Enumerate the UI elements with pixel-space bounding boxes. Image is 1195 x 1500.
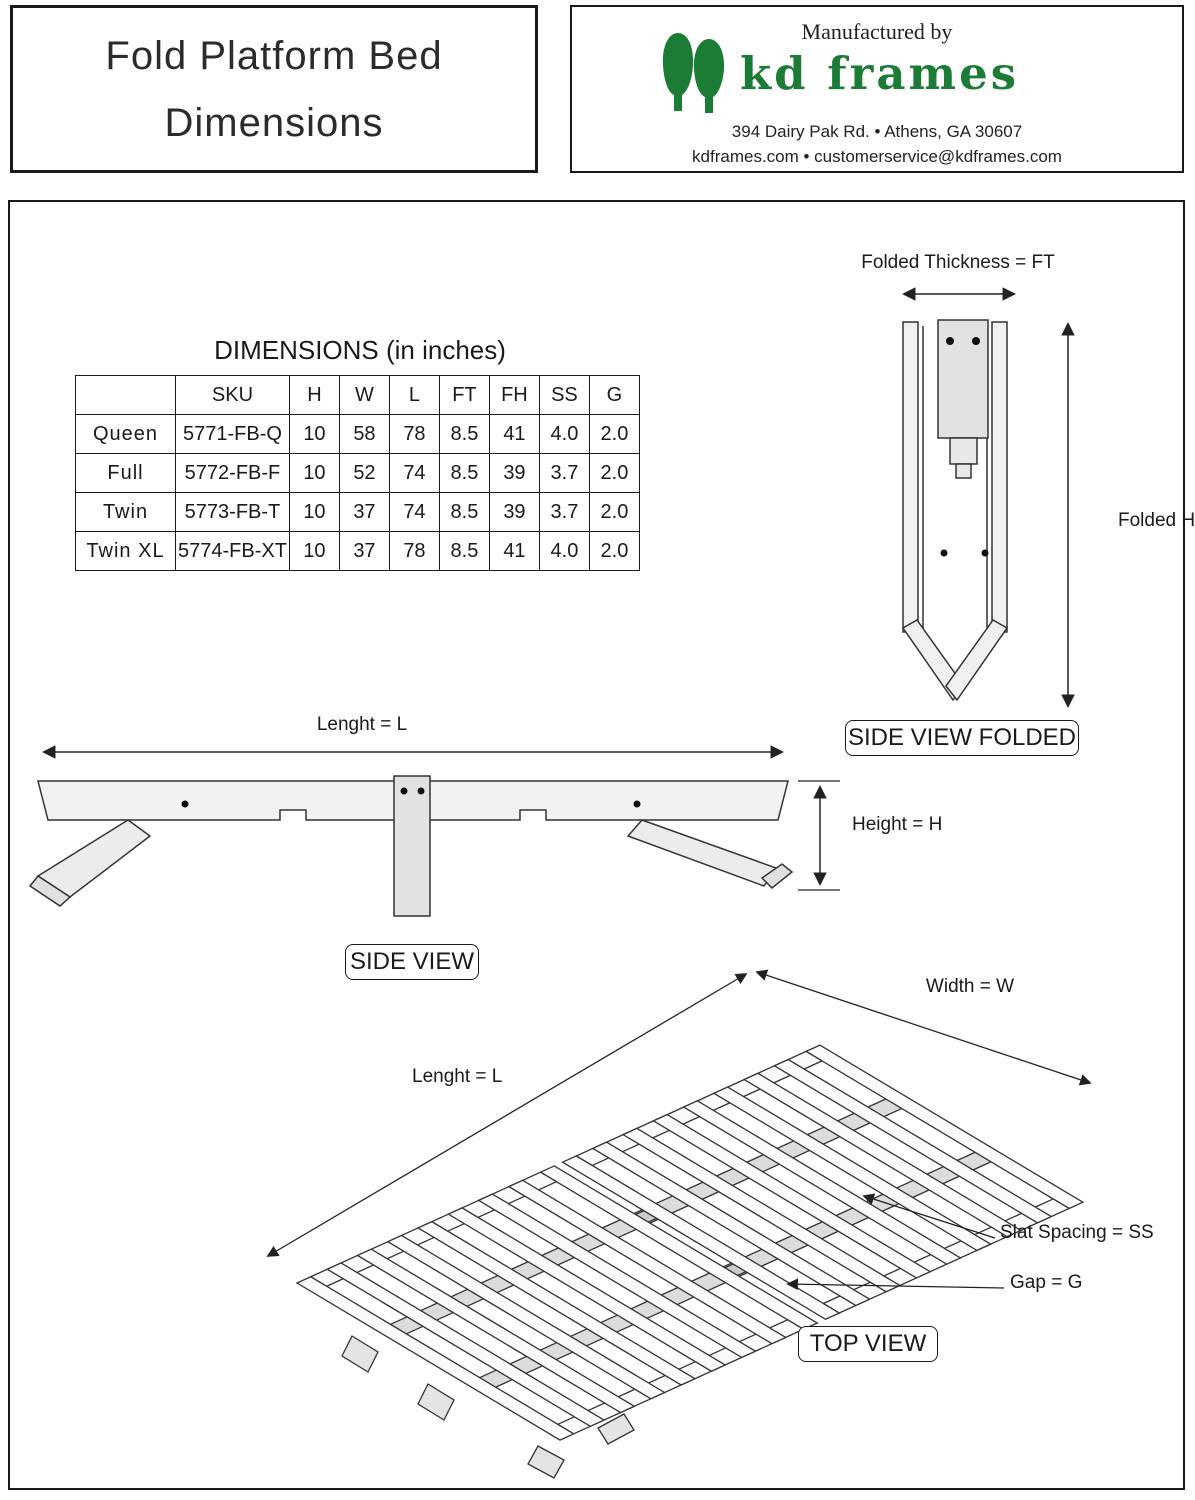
header-fh: FH	[488, 375, 540, 415]
side-view-height-label: Height = H	[852, 814, 943, 835]
gap-label: Gap = G	[1010, 1272, 1083, 1293]
cell-w: 58	[338, 414, 390, 454]
cell-l: 74	[388, 492, 440, 532]
cell-sku: 5772-FB-F	[175, 453, 290, 493]
top-view-width-label: Width = W	[925, 976, 1015, 997]
cell-w: 52	[338, 453, 390, 493]
cell-w: 37	[338, 492, 390, 532]
page-title-line2: Dimensions	[164, 101, 384, 145]
cell-g: 2.0	[588, 492, 640, 532]
cell-w: 37	[338, 531, 390, 571]
cell-fh: 41	[488, 531, 540, 571]
address-line: 394 Dairy Pak Rd. • Athens, GA 30607	[731, 122, 1023, 141]
header-g: G	[588, 375, 640, 415]
header-sku: SKU	[175, 375, 290, 415]
dimensions-table: SKU H W L FT FH SS G Queen 5771-FB-Q 10 …	[75, 375, 640, 571]
cell-l: 74	[388, 453, 440, 493]
cell-sku: 5771-FB-Q	[175, 414, 290, 454]
header-ss: SS	[538, 375, 590, 415]
side-view-length-label: Lenght = L	[316, 714, 408, 735]
header-l: L	[388, 375, 440, 415]
cell-g: 2.0	[588, 414, 640, 454]
table-row-queen: Queen 5771-FB-Q 10 58 78 8.5 41 4.0 2.0	[75, 414, 640, 454]
cell-h: 10	[288, 453, 340, 493]
tree-logo-icon	[656, 31, 734, 128]
header-h: H	[288, 375, 340, 415]
header-w: W	[338, 375, 390, 415]
cell-fh: 39	[488, 492, 540, 532]
row-name: Full	[75, 453, 176, 493]
side-view-folded-tag: SIDE VIEW FOLDED	[845, 720, 1079, 756]
cell-ft: 8.5	[438, 531, 490, 571]
cell-ss: 3.7	[538, 492, 590, 532]
page-title-line1: Fold Platform Bed	[105, 34, 443, 78]
top-view-tag: TOP VIEW	[798, 1326, 938, 1362]
cell-sku: 5773-FB-T	[175, 492, 290, 532]
cell-fh: 41	[488, 414, 540, 454]
table-row-full: Full 5772-FB-F 10 52 74 8.5 39 3.7 2.0	[75, 453, 640, 493]
contact-line: kdframes.com • customerservice@kdframes.…	[692, 147, 1062, 166]
manufactured-by-label: Manufactured by	[801, 19, 953, 44]
cell-fh: 39	[488, 453, 540, 493]
row-name: Twin	[75, 492, 176, 532]
header-ft: FT	[438, 375, 490, 415]
title-box: Fold Platform Bed Dimensions	[10, 5, 538, 173]
cell-g: 2.0	[588, 453, 640, 493]
manufacturer-box: Manufactured by kd frames 394 Dairy Pak …	[570, 5, 1184, 173]
side-view-tag: SIDE VIEW	[345, 944, 479, 980]
table-row-twin: Twin 5773-FB-T 10 37 74 8.5 39 3.7 2.0	[75, 492, 640, 532]
cell-sku: 5774-FB-XT	[175, 531, 290, 571]
brand-name: kd frames	[740, 47, 1020, 100]
cell-l: 78	[388, 414, 440, 454]
table-row-twin-xl: Twin XL 5774-FB-XT 10 37 78 8.5 41 4.0 2…	[75, 531, 640, 571]
cell-ss: 4.0	[538, 414, 590, 454]
cell-ss: 4.0	[538, 531, 590, 571]
folded-height-label: Folded Height	[1118, 510, 1195, 531]
table-title: DIMENSIONS (in inches)	[214, 335, 506, 365]
cell-ft: 8.5	[438, 492, 490, 532]
cell-h: 10	[288, 492, 340, 532]
table-header-row: SKU H W L FT FH SS G	[75, 375, 640, 415]
row-name: Twin XL	[75, 531, 176, 571]
header-corner	[75, 375, 176, 415]
cell-h: 10	[288, 531, 340, 571]
cell-h: 10	[288, 414, 340, 454]
slat-spacing-label: Slat Spacing = SS	[1000, 1222, 1154, 1243]
cell-ss: 3.7	[538, 453, 590, 493]
top-view-length-label: Lenght = L	[412, 1066, 503, 1087]
cell-ft: 8.5	[438, 453, 490, 493]
cell-l: 78	[388, 531, 440, 571]
folded-thickness-label: Folded Thickness = FT	[861, 252, 1055, 273]
cell-g: 2.0	[588, 531, 640, 571]
cell-ft: 8.5	[438, 414, 490, 454]
row-name: Queen	[75, 414, 176, 454]
